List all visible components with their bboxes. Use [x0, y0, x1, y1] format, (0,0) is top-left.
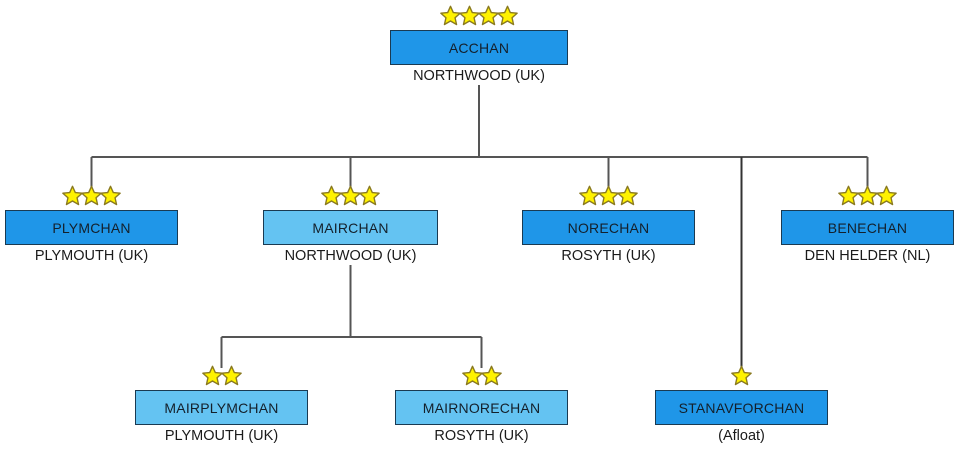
star-icon: [440, 5, 461, 26]
star-icon: [461, 365, 483, 386]
node-location-mairchan: NORTHWOOD (UK): [284, 248, 417, 264]
star-rating-plymchan: [5, 185, 178, 207]
star-icon: [340, 185, 361, 206]
node-norechan[interactable]: NORECHAN ROSYTH (UK): [522, 185, 695, 270]
node-mairnorechan[interactable]: MAIRNORECHAN ROSYTH (UK): [395, 365, 568, 450]
star-icon: [478, 5, 499, 26]
node-location-mairplymchan: PLYMOUTH (UK): [164, 428, 279, 444]
node-label-stanavforchan: STANAVFORCHAN: [678, 399, 805, 416]
star-icon: [617, 185, 638, 206]
node-location-stanavforchan: (Afloat): [718, 428, 765, 444]
star-icon: [459, 5, 480, 26]
star-icon: [359, 185, 380, 206]
star-rating-norechan: [522, 185, 695, 207]
node-label-plymchan: PLYMCHAN: [52, 219, 131, 236]
node-label-benechan: BENECHAN: [827, 219, 908, 236]
node-stanavforchan[interactable]: STANAVFORCHAN (Afloat): [655, 365, 828, 450]
node-label-norechan: NORECHAN: [567, 219, 650, 236]
node-location-norechan: ROSYTH (UK): [561, 248, 656, 264]
node-box-acchan[interactable]: ACCHAN: [390, 30, 568, 65]
star-rating-stanavforchan: [655, 365, 828, 387]
node-box-mairnorechan[interactable]: MAIRNORECHAN: [395, 390, 568, 425]
star-rating-acchan: [390, 5, 568, 27]
node-label-acchan: ACCHAN: [448, 39, 510, 56]
node-box-norechan[interactable]: NORECHAN: [522, 210, 695, 245]
star-icon: [598, 185, 619, 206]
star-rating-mairplymchan: [135, 365, 308, 387]
node-mairplymchan[interactable]: MAIRPLYMCHAN PLYMOUTH (UK): [135, 365, 308, 450]
node-label-mairchan: MAIRCHAN: [312, 219, 389, 236]
star-icon: [480, 365, 502, 386]
node-acchan[interactable]: ACCHAN NORTHWOOD (UK): [390, 5, 568, 90]
star-rating-mairnorechan: [395, 365, 568, 387]
star-icon: [220, 365, 242, 386]
node-mairchan[interactable]: MAIRCHAN NORTHWOOD (UK): [263, 185, 438, 270]
star-icon: [731, 365, 752, 386]
node-location-plymchan: PLYMOUTH (UK): [34, 248, 149, 264]
star-icon: [857, 185, 878, 206]
node-benechan[interactable]: BENECHAN DEN HELDER (NL): [781, 185, 954, 270]
node-box-stanavforchan[interactable]: STANAVFORCHAN: [655, 390, 828, 425]
star-icon: [62, 185, 83, 206]
star-icon: [201, 365, 223, 386]
star-rating-benechan: [781, 185, 954, 207]
star-icon: [321, 185, 342, 206]
star-icon: [497, 5, 518, 26]
node-label-mairnorechan: MAIRNORECHAN: [422, 399, 541, 416]
node-box-plymchan[interactable]: PLYMCHAN: [5, 210, 178, 245]
star-icon: [876, 185, 897, 206]
node-box-benechan[interactable]: BENECHAN: [781, 210, 954, 245]
node-location-acchan: NORTHWOOD (UK): [413, 68, 545, 84]
node-location-benechan: DEN HELDER (NL): [804, 248, 931, 264]
star-icon: [838, 185, 859, 206]
node-box-mairchan[interactable]: MAIRCHAN: [263, 210, 438, 245]
node-box-mairplymchan[interactable]: MAIRPLYMCHAN: [135, 390, 308, 425]
node-location-mairnorechan: ROSYTH (UK): [434, 428, 529, 444]
star-icon: [100, 185, 121, 206]
star-icon: [81, 185, 102, 206]
star-icon: [579, 185, 600, 206]
node-label-mairplymchan: MAIRPLYMCHAN: [164, 399, 279, 416]
node-plymchan[interactable]: PLYMCHAN PLYMOUTH (UK): [5, 185, 178, 270]
star-rating-mairchan: [263, 185, 438, 207]
